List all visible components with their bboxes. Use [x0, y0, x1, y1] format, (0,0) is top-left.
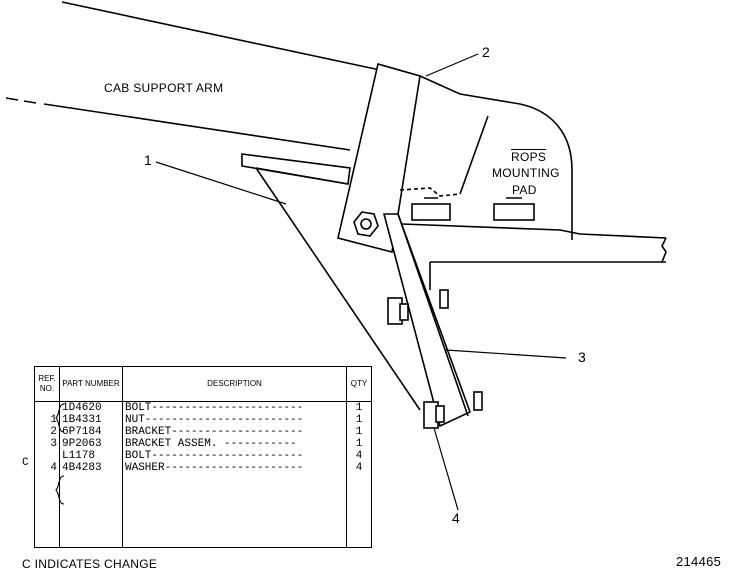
header-ref-no: REF. NO.	[34, 366, 60, 402]
rops-label: ROPS	[511, 150, 547, 164]
table-filler-row	[34, 474, 372, 548]
gusset	[255, 167, 421, 411]
header-part-number: PART NUMBER	[59, 366, 123, 402]
rops-bolts	[411, 197, 535, 221]
rops-pad	[419, 75, 573, 240]
leader-3	[445, 349, 567, 359]
cab-arm-lower-edge	[5, 97, 351, 151]
bracket-plate	[337, 62, 421, 253]
header-qty: QTY	[346, 366, 372, 402]
leader-2	[425, 53, 479, 77]
change-marker: C	[22, 457, 29, 469]
angled-bracket	[382, 213, 472, 428]
nut-symbol	[353, 211, 379, 237]
callout-1: 1	[144, 152, 152, 168]
parts-table: REF. NO. PART NUMBER DESCRIPTION QTY 1D4…	[34, 366, 372, 548]
cab-support-arm-label: CAB SUPPORT ARM	[104, 81, 224, 95]
callout-4: 4	[452, 510, 460, 526]
callout-2: 2	[482, 44, 490, 60]
header-description: DESCRIPTION	[122, 366, 347, 402]
cab-arm-top-edge	[61, 1, 381, 71]
pad-label: PAD	[512, 183, 537, 197]
mounting-label: MOUNTING	[492, 166, 560, 180]
leader-1	[155, 161, 287, 205]
parts-table-header: REF. NO. PART NUMBER DESCRIPTION QTY	[34, 366, 372, 402]
bolt-upper	[387, 297, 409, 325]
frame-top	[401, 223, 667, 239]
callout-3: 3	[578, 349, 586, 365]
change-note: C INDICATES CHANGE	[22, 557, 158, 571]
drawing-number: 214465	[676, 554, 722, 569]
bolt-lower	[423, 401, 445, 429]
leader-4	[433, 427, 459, 511]
